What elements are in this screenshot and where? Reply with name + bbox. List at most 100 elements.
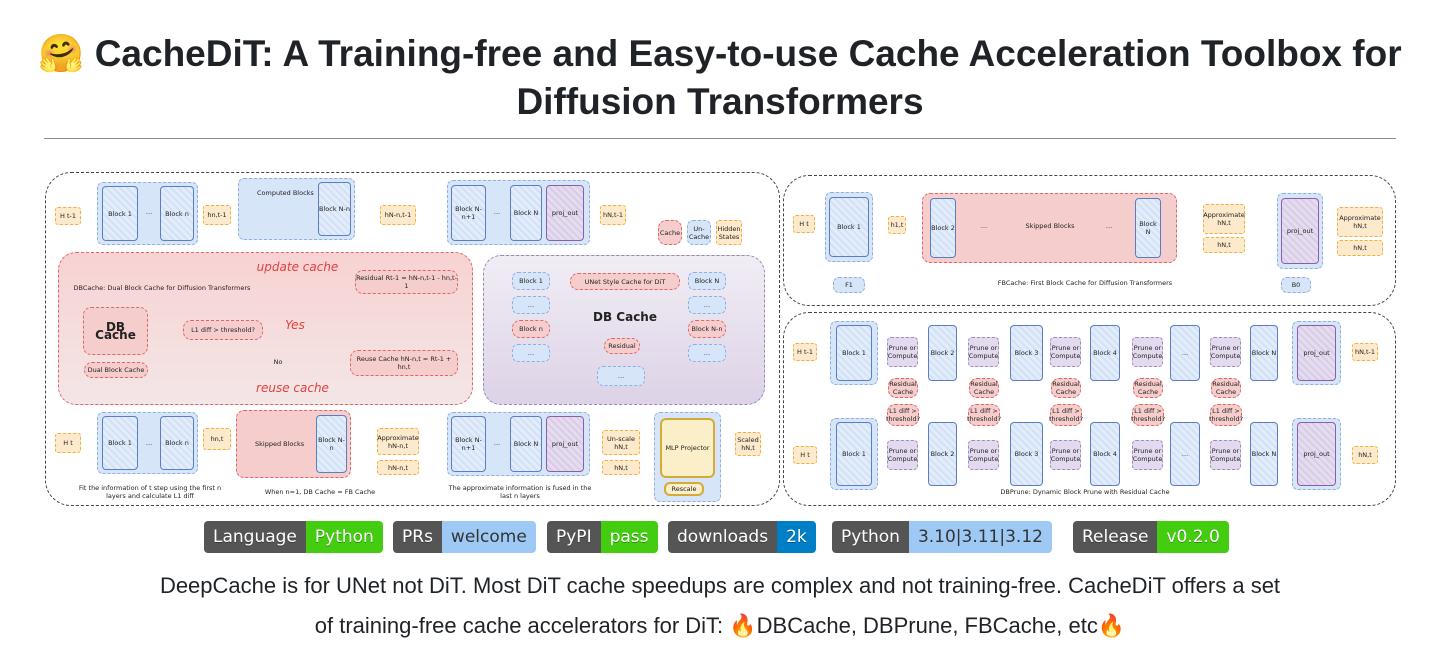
- block-N: Block N: [1135, 198, 1161, 258]
- hNn-t: hN-n,t: [377, 460, 419, 475]
- badge-value: v0.2.0: [1157, 521, 1229, 553]
- block-N: Block N: [510, 185, 542, 241]
- hN-t: hN,t: [1203, 237, 1245, 253]
- hN-t: hN,t: [1352, 446, 1378, 464]
- badge-label: Python: [832, 521, 909, 553]
- badge-label: Release: [1073, 521, 1158, 553]
- block-1: Block 1: [829, 197, 869, 257]
- dbprune-caption: DBPrune: Dynamic Block Prune with Residu…: [1000, 488, 1170, 496]
- db-cache-label: DB Cache: [593, 310, 657, 324]
- badge-value: Python: [305, 521, 383, 553]
- H-t: H t: [793, 446, 817, 464]
- block-N-minus-n: Block N-n: [318, 182, 351, 236]
- reuse-box: Reuse Cache hN-n,t = Rt-1 + hn,t: [350, 350, 458, 376]
- l1-short: L1 diff > threshold?: [886, 404, 920, 426]
- block-4: Block 4: [1090, 325, 1120, 381]
- dots: …: [1105, 222, 1113, 230]
- H-t: H t: [793, 215, 815, 233]
- grp-box: [825, 192, 873, 262]
- l1-threshold: L1 diff > threshold?: [183, 320, 263, 340]
- computed-blocks: Computed Blocks: [238, 178, 355, 240]
- block-n: Block n: [160, 416, 194, 470]
- grp-box: [1277, 193, 1323, 269]
- mlp-projector: MLP Projector: [660, 418, 715, 478]
- approx-hN: Approximate hN,t: [1203, 204, 1245, 234]
- l1-short: L1 diff > threshold?: [1049, 404, 1083, 426]
- title-divider: [44, 138, 1396, 139]
- db-cache: DB Cache: [83, 307, 148, 355]
- badge-label: PRs: [393, 521, 442, 553]
- grp-box: [97, 182, 198, 245]
- pk-box: [922, 193, 1177, 263]
- H-t-minus-1: H t-1: [793, 343, 817, 361]
- block-N-minus-n: Block N-n: [688, 320, 726, 338]
- l1-short: L1 diff > threshold?: [1209, 404, 1243, 426]
- no: No: [273, 358, 283, 366]
- prune: Prune or Compute: [968, 440, 999, 470]
- badge-label: downloads: [668, 521, 778, 553]
- block-Nn1: Block N-n+1: [451, 185, 486, 241]
- F1: F1: [833, 277, 865, 293]
- dots: …: [145, 439, 153, 447]
- panel-fbcache: [783, 175, 1396, 306]
- H-t-minus-1: H t-1: [55, 207, 81, 225]
- rescale: Rescale: [664, 482, 704, 496]
- hNn-t-minus-1: hN-n,t-1: [380, 205, 416, 225]
- block-2: Block 2: [930, 198, 956, 258]
- prune: Prune or Compute: [1210, 337, 1241, 367]
- badge-value: 3.10|3.11|3.12: [908, 521, 1052, 553]
- grp-box: [830, 321, 878, 385]
- h1-t: h1,t: [888, 216, 906, 234]
- proj-out: proj_out: [1281, 198, 1319, 264]
- update-cache-label: update cache: [256, 260, 339, 274]
- dots: …: [688, 344, 726, 362]
- block-1: Block 1: [102, 416, 138, 470]
- residual-cache: Residual Cache: [1133, 378, 1163, 398]
- yes-label: Yes: [285, 318, 305, 332]
- block-1: Block 1: [836, 325, 872, 381]
- arrow: [1322, 216, 1340, 232]
- grp-box: [1292, 418, 1341, 490]
- hN-t: hN,t: [1337, 240, 1383, 256]
- badge-value: pass: [600, 521, 658, 553]
- arrow: [1176, 229, 1205, 246]
- arrow: [262, 328, 353, 364]
- skipped-blocks: Skipped Blocks: [236, 410, 351, 478]
- block-N-minus-n: Block N-n: [316, 415, 347, 473]
- badge-value: 2k: [777, 521, 816, 553]
- block-N: Block N: [510, 416, 542, 472]
- dual-block-cache: Dual Block Cache: [84, 362, 148, 378]
- unscale: Un-scale hN,t: [602, 430, 640, 455]
- badge-value: welcome: [441, 521, 536, 553]
- prune: Prune or Compute: [1210, 440, 1241, 470]
- block-N: Block N: [1250, 325, 1278, 381]
- proj-out: proj_out: [546, 185, 584, 241]
- proj-out: proj_out: [1297, 422, 1336, 486]
- fbcache-caption: FBCache: First Block Cache for Diffusion…: [997, 279, 1173, 287]
- prune: Prune or Compute: [968, 337, 999, 367]
- grp-box: [830, 418, 878, 490]
- grp-box: [97, 412, 198, 474]
- l1-short: L1 diff > threshold?: [967, 404, 1001, 426]
- when-caption: When n=1, DB Cache = FB Cache: [264, 488, 376, 496]
- block-1: Block 1: [512, 272, 550, 290]
- scaled: Scaled hN,t: [735, 432, 761, 456]
- reuse-cache-label: reuse cache: [256, 381, 329, 395]
- arrow: [1244, 223, 1283, 246]
- residual-cache: Residual Cache: [888, 378, 918, 398]
- panel-dbprune: [783, 312, 1396, 506]
- grp-box: [1292, 321, 1341, 385]
- block-1: Block 1: [102, 186, 138, 241]
- H-t: H t: [55, 433, 81, 453]
- prune: Prune or Compute: [1132, 337, 1163, 367]
- residual: Residual: [604, 338, 640, 354]
- hn-t-minus-1: hn,t-1: [203, 205, 231, 225]
- dbcache-region: [58, 252, 473, 405]
